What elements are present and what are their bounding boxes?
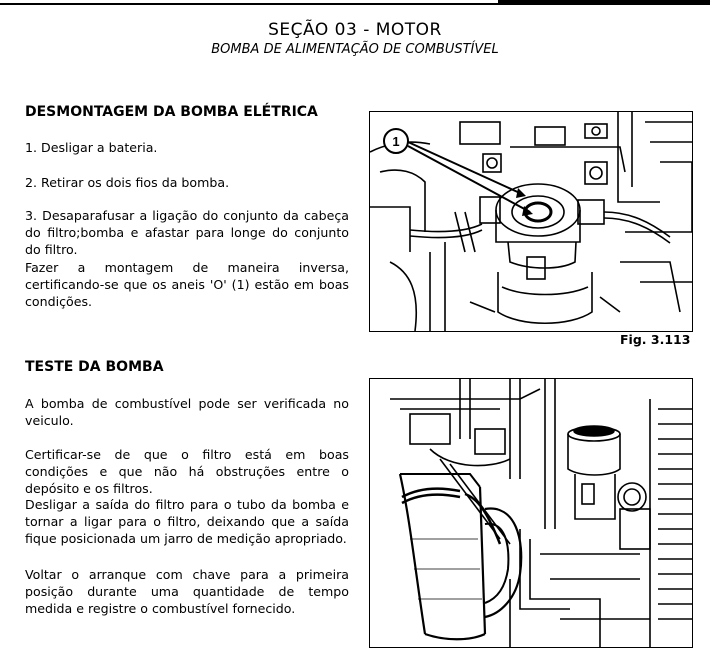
svg-text:1: 1 (392, 134, 399, 149)
header-bar (498, 0, 710, 5)
test-paragraph-4: Voltar o arranque com chave para a prime… (25, 567, 349, 616)
callout-1: 1 (383, 128, 533, 216)
reassembly-note: Fazer a montagem de maneira inversa, cer… (25, 260, 349, 309)
section-title: SEÇÃO 03 - MOTOR (268, 20, 442, 40)
heading-pump-test: TESTE DA BOMBA (25, 359, 164, 375)
figure-caption: Fig. 3.113 (620, 332, 691, 347)
step-3: 3. Desaparafusar a ligação do conjunto d… (25, 208, 349, 257)
test-paragraph-2: Certificar-se de que o filtro está em bo… (25, 447, 349, 496)
measuring-jug-illustration (390, 379, 692, 647)
figure-fuel-pump-filter: 1 (369, 111, 693, 332)
step-1: 1. Desligar a bateria. (25, 140, 158, 155)
section-subtitle: BOMBA DE ALIMENTAÇÃO DE COMBUSTÍVEL (211, 42, 499, 57)
figure-fuel-measurement (369, 378, 693, 648)
header-rule (0, 3, 710, 5)
fuel-pump-filter-illustration: 1 (370, 112, 692, 331)
heading-disassembly: DESMONTAGEM DA BOMBA ELÉTRICA (25, 104, 318, 120)
test-paragraph-1: A bomba de combustível pode ser verifica… (25, 396, 349, 428)
test-paragraph-3: Desligar a saída do filtro para o tubo d… (25, 497, 349, 546)
step-2: 2. Retirar os dois fios da bomba. (25, 175, 230, 190)
